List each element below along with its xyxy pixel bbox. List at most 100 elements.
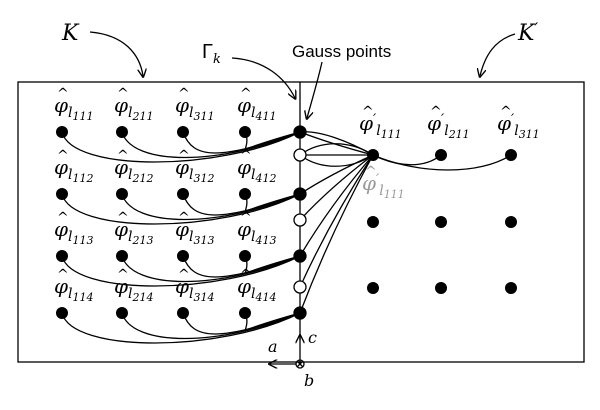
gauss-point-3 — [293, 213, 307, 227]
label-phi-l214-hat: ^ — [117, 267, 129, 283]
label-phi-l411-hat: ^ — [240, 86, 252, 102]
label-phiprime-l111: φ′l111 — [359, 111, 402, 141]
label-phi-l412-hat: ^ — [240, 148, 252, 164]
dot-l114 — [56, 307, 68, 319]
dot-right-2-1 — [435, 282, 447, 294]
curve-l412 — [244, 193, 301, 212]
arrow-Kprime — [480, 33, 516, 76]
label-a: a — [268, 337, 278, 356]
curve-l211 — [121, 131, 301, 159]
dot-l413 — [239, 250, 251, 262]
curve-l112 — [61, 193, 301, 225]
label-phi-l112-hat: ^ — [57, 148, 69, 164]
label-phi-l214: φl214 — [114, 274, 154, 304]
curve-l114 — [61, 312, 301, 344]
dot-l411 — [239, 126, 251, 138]
label-gamma: Γk — [202, 41, 221, 67]
gauss-link-3 — [299, 154, 374, 221]
dot-l212 — [116, 188, 128, 200]
curve-l311 — [182, 131, 301, 154]
label-c: c — [308, 328, 317, 347]
element-frame — [17, 81, 585, 363]
label-phi-l211: φl211 — [114, 93, 154, 123]
label-gauss-points: Gauss points — [292, 42, 391, 61]
arrow-gamma — [231, 57, 295, 98]
label-phiprime-l111-hat: ^ — [362, 104, 374, 120]
label-phi-l114: φl114 — [54, 274, 94, 304]
label-phi-l212: φl212 — [114, 155, 154, 185]
label-phi-l312: φl312 — [175, 155, 215, 185]
dot-right-0-1 — [435, 149, 447, 161]
curve-l212 — [121, 193, 301, 221]
dot-l311 — [177, 126, 189, 138]
gauss-link-4 — [299, 154, 374, 257]
interface-node-2 — [293, 187, 307, 201]
label-phiprime-l311: φ′l311 — [497, 111, 540, 141]
label-phiprime-l211: φ′l211 — [427, 111, 470, 141]
right-link-2 — [372, 154, 512, 171]
label-phi-l314: φl314 — [175, 274, 215, 304]
dot-right-0-0 — [367, 149, 379, 161]
dot-l412 — [239, 188, 251, 200]
dot-right-1-0 — [367, 216, 379, 228]
gauss-point-5 — [293, 280, 307, 294]
interface-node-6 — [293, 306, 307, 320]
label-phiprime-highlight: φ′l111 — [362, 171, 405, 201]
dot-right-2-0 — [367, 282, 379, 294]
curve-l411 — [244, 131, 301, 150]
label-phi-l413: φl413 — [237, 217, 277, 247]
dot-l312 — [177, 188, 189, 200]
label-b: b — [304, 371, 314, 390]
basis-dots — [56, 125, 517, 320]
dot-right-1-1 — [435, 216, 447, 228]
label-phi-l314-hat: ^ — [178, 267, 190, 283]
dot-l112 — [56, 188, 68, 200]
label-phi-l411: φl411 — [237, 93, 277, 123]
label-phi-l213: φl213 — [114, 217, 154, 247]
gauss-link-2 — [299, 154, 374, 195]
dot-l214 — [116, 307, 128, 319]
curve-l312 — [182, 193, 301, 216]
gauss-point-1 — [293, 148, 307, 162]
label-phiprime-l211-hat: ^ — [430, 104, 442, 120]
curve-l314 — [182, 312, 301, 335]
origin-b-cross2 — [296, 360, 304, 368]
dot-l211 — [116, 126, 128, 138]
connection-curves — [61, 131, 512, 344]
gauss-loop-b — [299, 154, 374, 167]
curve-l214 — [121, 312, 301, 340]
label-phi-l413-hat: ^ — [240, 210, 252, 226]
dot-l313 — [177, 250, 189, 262]
label-phi-l111-hat: ^ — [57, 86, 69, 102]
dot-l113 — [56, 250, 68, 262]
label-phi-l414: φl414 — [237, 274, 277, 304]
label-phi-l211-hat: ^ — [117, 86, 129, 102]
curve-l111 — [61, 131, 301, 163]
label-phiprime-highlight-hat: ^ — [365, 164, 377, 180]
label-phiprime-l311-hat: ^ — [500, 104, 512, 120]
curve-l313 — [182, 255, 301, 278]
dot-right-0-2 — [505, 149, 517, 161]
right-link-1 — [372, 154, 442, 166]
dot-l314 — [177, 307, 189, 319]
basis-labels: φl111^φl211^φl311^φl411^φl112^φl212^φl31… — [54, 86, 540, 304]
gauss-link-5 — [299, 154, 374, 288]
dot-l213 — [116, 250, 128, 262]
label-phi-l311: φl311 — [175, 93, 215, 123]
curve-l113 — [61, 255, 301, 287]
interface-node-4 — [293, 249, 307, 263]
dot-right-1-2 — [505, 216, 517, 228]
curve-l413 — [244, 255, 301, 274]
curve-l414 — [244, 312, 301, 331]
gauss-link-6 — [299, 154, 374, 314]
label-phi-l311-hat: ^ — [178, 86, 190, 102]
label-phi-l213-hat: ^ — [117, 210, 129, 226]
label-phi-l313: φl313 — [175, 217, 215, 247]
curve-l213 — [121, 255, 301, 283]
dot-right-2-2 — [505, 282, 517, 294]
label-phi-l313-hat: ^ — [178, 210, 190, 226]
arrow-K — [89, 31, 143, 76]
label-phi-l412: φl412 — [237, 155, 277, 185]
label-phi-l212-hat: ^ — [117, 148, 129, 164]
